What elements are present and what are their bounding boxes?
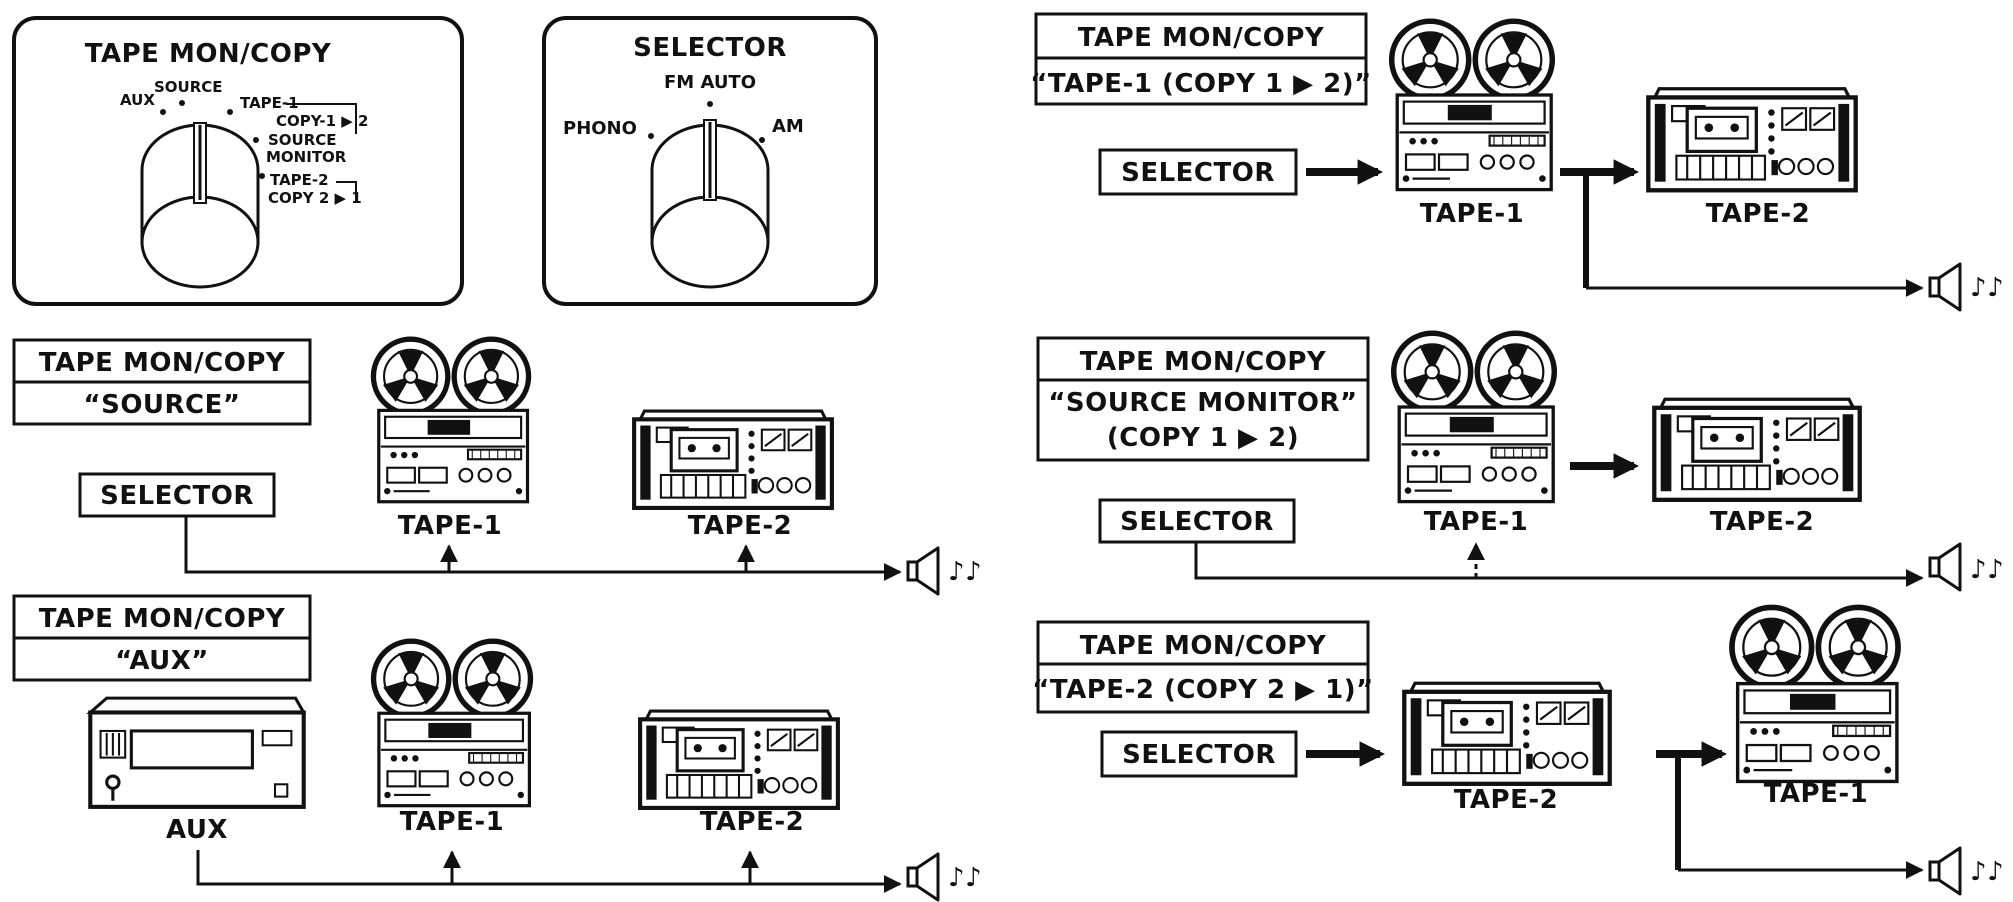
tape1-reel-deck bbox=[1732, 607, 1898, 781]
selector-box bbox=[78, 472, 276, 518]
mode-box-copy21 bbox=[1036, 620, 1370, 714]
tape2-cassette-deck bbox=[1648, 89, 1855, 191]
selector-knob-title: SELECTOR bbox=[633, 33, 787, 63]
tape2-cassette-deck bbox=[640, 711, 838, 808]
selector-box bbox=[1100, 730, 1298, 778]
speaker-icon bbox=[1928, 846, 1962, 896]
knob-label-phono: PHONO bbox=[563, 118, 637, 139]
speaker-icon bbox=[906, 852, 940, 902]
aux-label: AUX bbox=[166, 815, 228, 845]
panel-source: TAPE MON/COPY “SOURCE” SELECTOR TAPE-1 T… bbox=[12, 339, 982, 596]
selector-label: SELECTOR bbox=[100, 481, 254, 511]
music-notes-icon: ♪♪ bbox=[948, 863, 982, 893]
mode-box-mode: “TAPE-1 (COPY 1 ▶ 2)” bbox=[1030, 69, 1371, 99]
tape2-cassette-deck bbox=[1404, 683, 1609, 784]
music-notes-icon: ♪♪ bbox=[1970, 555, 2004, 585]
tape-mon-copy-knob bbox=[140, 122, 260, 289]
tape1-reel-deck bbox=[1394, 333, 1555, 501]
mode-box-title: TAPE MON/COPY bbox=[1078, 23, 1325, 53]
tape1-label: TAPE-1 bbox=[1424, 507, 1529, 537]
selector-box bbox=[1098, 498, 1296, 544]
music-notes-icon: ♪♪ bbox=[1970, 857, 2004, 887]
panel-copy-1-to-2: TAPE MON/COPY “TAPE-1 (COPY 1 ▶ 2)” SELE… bbox=[1030, 12, 2004, 312]
mode-box-mode: “AUX” bbox=[115, 646, 209, 676]
tape1-reel-deck bbox=[1392, 21, 1553, 189]
tape-mon-copy-knob-title: TAPE MON/COPY bbox=[85, 39, 332, 69]
knob-label-source-monitor-1: SOURCE bbox=[268, 131, 337, 149]
tape2-label: TAPE-2 bbox=[1454, 785, 1559, 815]
speaker-icon bbox=[1928, 542, 1962, 592]
tape2-label: TAPE-2 bbox=[1710, 507, 1815, 537]
tape2-label: TAPE-2 bbox=[1706, 199, 1811, 229]
tape1-label: TAPE-1 bbox=[1764, 779, 1869, 809]
mode-box-mode-line2: (COPY 1 ▶ 2) bbox=[1107, 423, 1299, 453]
selector-label: SELECTOR bbox=[1120, 507, 1274, 537]
aux-device bbox=[90, 698, 303, 807]
mode-box-mode-line1: “SOURCE MONITOR” bbox=[1048, 388, 1357, 418]
selector-knob bbox=[650, 119, 770, 289]
mode-box-title: TAPE MON/COPY bbox=[39, 348, 286, 378]
tape2-label: TAPE-2 bbox=[700, 807, 805, 837]
speaker-icon bbox=[906, 546, 940, 596]
knob-label-aux: AUX bbox=[120, 91, 155, 109]
music-notes-icon: ♪♪ bbox=[1970, 273, 2004, 303]
knob-label-fm-auto: FM AUTO bbox=[664, 72, 756, 93]
knob-label-tape1: TAPE-1 bbox=[240, 94, 299, 112]
mode-box-mode: “TAPE-2 (COPY 2 ▶ 1)” bbox=[1032, 675, 1373, 705]
speaker-icon bbox=[1928, 262, 1962, 312]
signal-path bbox=[184, 516, 902, 581]
panel-aux: TAPE MON/COPY “AUX” AUX TAPE-1 TAPE-2 ♪♪ bbox=[12, 594, 982, 902]
signal-path bbox=[1194, 542, 1924, 587]
tape1-label: TAPE-1 bbox=[400, 807, 505, 837]
music-notes-icon: ♪♪ bbox=[948, 557, 982, 587]
tape2-cassette-deck bbox=[1654, 399, 1859, 500]
tape1-label: TAPE-1 bbox=[398, 511, 503, 541]
knob-label-copy12: COPY-1 ▶ 2 bbox=[276, 112, 369, 130]
tape2-label: TAPE-2 bbox=[688, 511, 793, 541]
selector-box bbox=[1098, 148, 1298, 196]
tape1-reel-deck bbox=[374, 641, 531, 805]
knob-label-am: AM bbox=[772, 116, 804, 137]
signal-path bbox=[196, 850, 902, 893]
mode-box-mode: “SOURCE” bbox=[84, 390, 241, 420]
tape1-label: TAPE-1 bbox=[1420, 199, 1525, 229]
tape1-reel-deck bbox=[373, 339, 528, 502]
panel-source-monitor: TAPE MON/COPY “SOURCE MONITOR” (COPY 1 ▶… bbox=[1036, 333, 2004, 592]
mode-box-title: TAPE MON/COPY bbox=[39, 604, 286, 634]
knob-label-tape2: TAPE-2 bbox=[270, 171, 329, 189]
mode-box-title: TAPE MON/COPY bbox=[1080, 347, 1327, 377]
mode-box-source-monitor bbox=[1036, 336, 1370, 462]
mode-box-title: TAPE MON/COPY bbox=[1080, 631, 1327, 661]
knob-label-copy21: COPY 2 ▶ 1 bbox=[268, 189, 362, 207]
tape2-cassette-deck bbox=[634, 411, 832, 508]
selector-knob-panel: SELECTOR FM AUTO PHONO AM bbox=[542, 16, 878, 306]
tape-mon-copy-knob-panel: TAPE MON/COPY AUX SOURCE TAPE-1 COPY-1 ▶… bbox=[12, 16, 464, 306]
panel-copy-2-to-1: TAPE MON/COPY “TAPE-2 (COPY 2 ▶ 1)” SELE… bbox=[1032, 607, 2004, 896]
selector-label: SELECTOR bbox=[1122, 740, 1276, 770]
knob-label-source: SOURCE bbox=[154, 78, 223, 96]
knob-label-source-monitor-2: MONITOR bbox=[266, 148, 347, 166]
selector-label: SELECTOR bbox=[1121, 158, 1275, 188]
